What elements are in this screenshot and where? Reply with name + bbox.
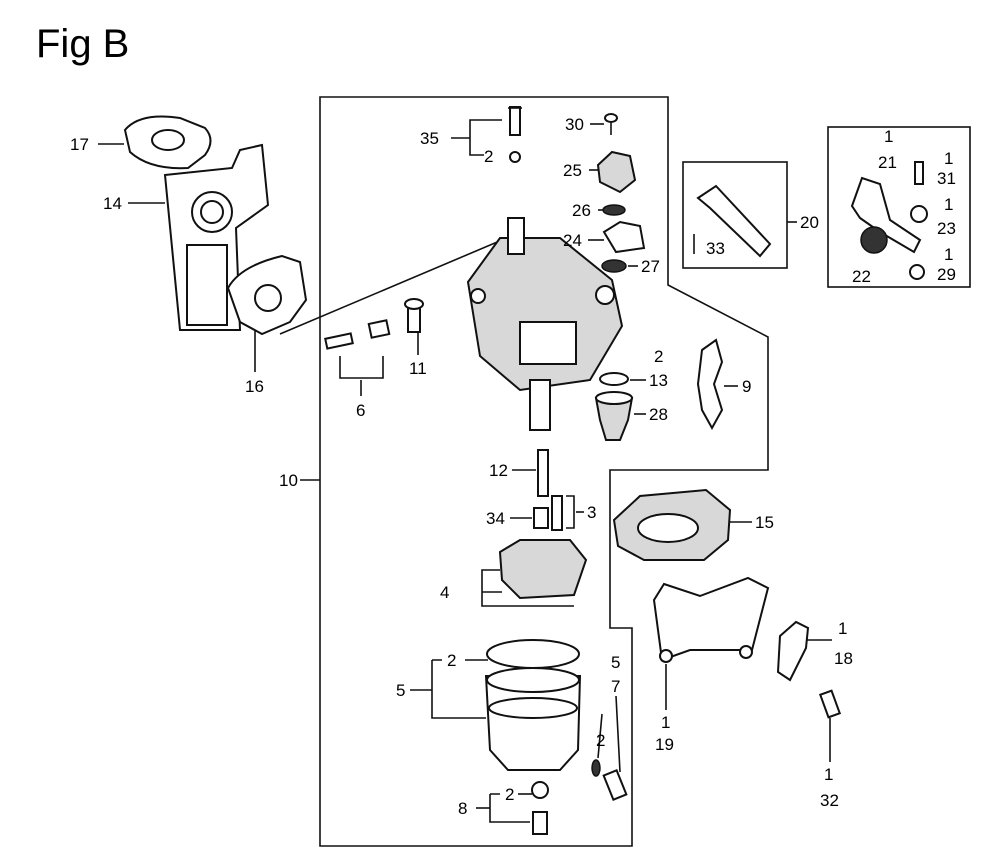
callout-1-19: 1 <box>661 713 670 732</box>
callout-13: 13 <box>649 371 668 390</box>
leader-16-to-carb <box>279 239 503 335</box>
choke-part-20-33 <box>693 184 772 258</box>
callout-35: 35 <box>420 129 439 148</box>
callout-27: 27 <box>641 257 660 276</box>
callout-17: 17 <box>70 135 89 154</box>
gasket-part-17 <box>123 115 212 170</box>
nut-part-23 <box>910 205 928 223</box>
callout-1-32: 1 <box>824 765 833 784</box>
callout-1-box: 1 <box>884 127 893 146</box>
callout-32: 32 <box>820 791 839 810</box>
callout-15: 15 <box>755 513 774 532</box>
callout-6: 6 <box>356 401 365 420</box>
screw-part-31 <box>914 161 924 185</box>
callout-11: 11 <box>409 359 427 378</box>
leader-lines <box>98 119 832 823</box>
callout-12: 12 <box>489 461 508 480</box>
callout-30: 30 <box>565 115 584 134</box>
bowl-part-5 <box>484 667 582 771</box>
callout-21: 21 <box>878 153 897 172</box>
callout-1-18: 1 <box>838 619 847 638</box>
carburetor-body <box>466 217 624 431</box>
callout-7: 7 <box>611 677 620 696</box>
jet-part-28 <box>594 391 634 441</box>
callout-1-31: 1 <box>944 149 953 168</box>
carburetor-assembly-outline <box>319 96 769 847</box>
callout-16: 16 <box>245 377 264 396</box>
seal-part-27 <box>601 259 627 273</box>
figure-title: Fig B <box>36 22 130 66</box>
cover-part-25 <box>596 150 637 194</box>
callout-18: 18 <box>834 649 853 668</box>
callout-14: 14 <box>103 194 122 213</box>
kit-box-20 <box>682 161 788 269</box>
screw-part-32 <box>818 689 842 719</box>
callout-24: 24 <box>563 231 582 250</box>
screw-part-11 <box>404 298 424 333</box>
callout-22: 22 <box>852 267 871 286</box>
callout-2-drain: 2 <box>596 731 605 750</box>
callout-10: 10 <box>279 471 298 490</box>
spring-part-3 <box>551 495 575 531</box>
callout-1-29: 1 <box>944 245 953 264</box>
washer-part-2-drain <box>591 759 601 777</box>
callout-26: 26 <box>572 201 591 220</box>
callout-5-left: 5 <box>396 681 405 700</box>
washer-part-29 <box>909 264 925 280</box>
screw-part-35 <box>508 106 522 136</box>
callout-2-bowl: 2 <box>447 651 456 670</box>
bracket-part-19 <box>652 576 770 663</box>
valve-part-24 <box>602 220 646 254</box>
callout-1-23: 1 <box>944 195 953 214</box>
seal-part-26 <box>602 204 626 216</box>
drain-screw-part-7 <box>602 769 628 801</box>
callout-25: 25 <box>563 161 582 180</box>
callout-labels: 17 14 16 6 11 35 2 30 25 26 24 27 20 33 … <box>70 115 956 818</box>
callout-3: 3 <box>587 503 596 522</box>
screw-part-30 <box>604 113 618 135</box>
kit-box-1 <box>827 126 971 288</box>
callout-34: 34 <box>486 509 505 528</box>
screw-set-part-6 <box>324 319 391 379</box>
callout-33: 33 <box>706 239 725 258</box>
spring-part-22 <box>860 226 888 254</box>
callout-4: 4 <box>440 583 449 602</box>
callout-23: 23 <box>937 219 956 238</box>
callout-20: 20 <box>800 213 819 232</box>
callout-2-top: 2 <box>484 147 493 166</box>
bolt-part-8 <box>531 781 549 835</box>
washer-part-2-top <box>509 151 521 163</box>
arm-part-21 <box>850 176 922 254</box>
callout-5-right: 5 <box>611 653 620 672</box>
lever-part-9 <box>696 338 724 431</box>
callout-31: 31 <box>937 169 956 188</box>
gasket-part-16 <box>226 254 308 336</box>
float-part-4 <box>481 539 588 607</box>
callout-8: 8 <box>458 799 467 818</box>
o-ring-part-13 <box>599 372 629 386</box>
callout-19: 19 <box>655 735 674 754</box>
callout-9: 9 <box>742 377 751 396</box>
lever-part-18 <box>776 620 810 682</box>
insulator-part-15 <box>612 488 732 561</box>
callout-2-mid: 2 <box>654 347 663 366</box>
bracket-part-14 <box>163 143 270 331</box>
callout-2-bolt: 2 <box>505 785 514 804</box>
jet-part-34 <box>533 507 549 529</box>
callout-28: 28 <box>649 405 668 424</box>
needle-part-12 <box>537 449 549 497</box>
gasket-part-2-bowl <box>486 639 580 669</box>
callout-29: 29 <box>937 265 956 284</box>
